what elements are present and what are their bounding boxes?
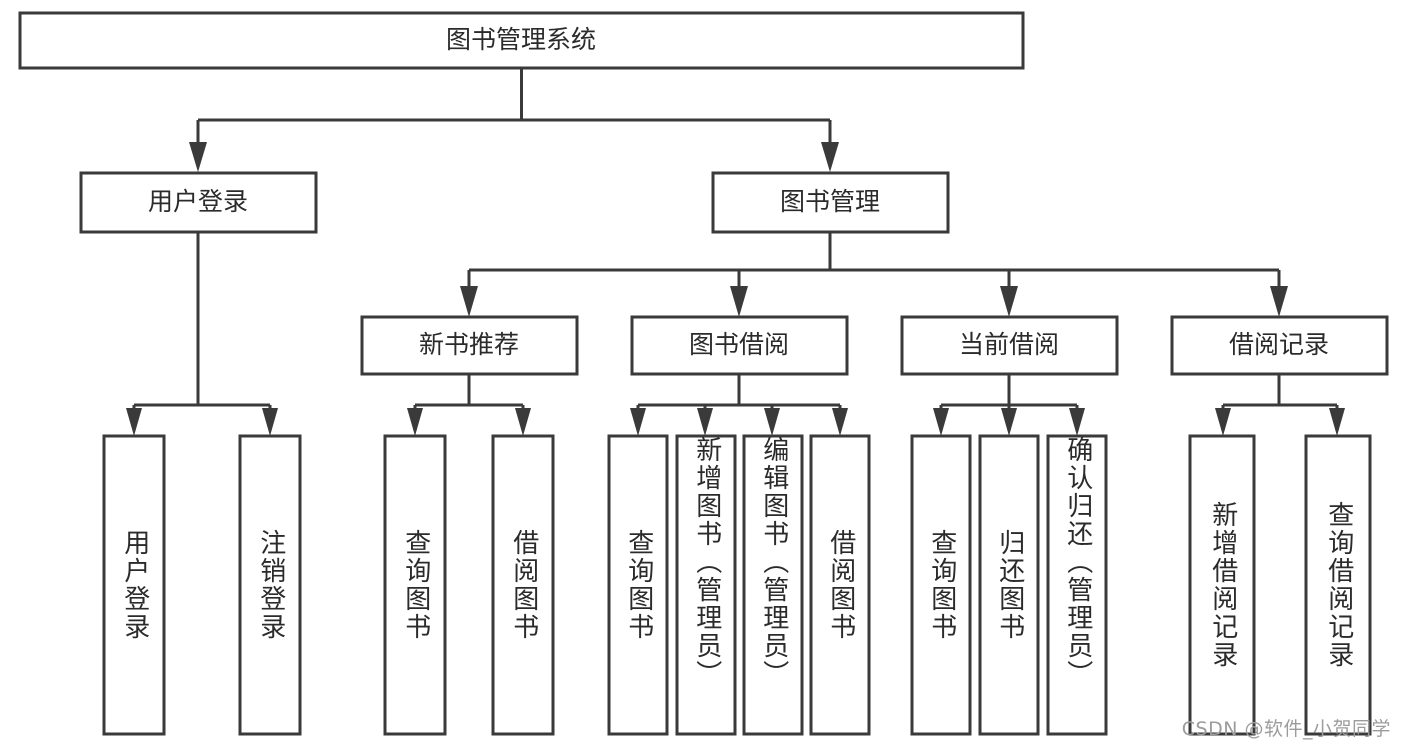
node-leaf-query-book-2-box[interactable] [607, 434, 669, 736]
node-current-borrow-label: 当前借阅 [959, 330, 1059, 359]
node-leaf-user-login-box[interactable] [102, 434, 166, 736]
node-user-login-label: 用户登录 [148, 187, 248, 216]
arrow-head-user-login [189, 142, 207, 172]
node-borrow-record-label: 借阅记录 [1229, 330, 1329, 359]
node-leaf-query-book-1-box[interactable] [383, 434, 447, 736]
node-book-manage-label: 图书管理 [780, 187, 880, 216]
node-root-label: 图书管理系统 [446, 25, 596, 54]
node-leaf-logout-login-box[interactable] [238, 434, 302, 736]
node-new-book-recommend-label: 新书推荐 [419, 330, 519, 359]
node-current-borrow-box[interactable] [900, 315, 1119, 376]
arrow-head-leaf-add-book [697, 408, 713, 436]
arrow-head-leaf-borrow-book-1 [515, 408, 531, 436]
node-new-book-recommend-box[interactable] [360, 315, 579, 376]
node-leaf-return-book-box[interactable] [978, 434, 1040, 736]
arrow-head-book-borrow [730, 286, 748, 317]
node-leaf-add-book-box[interactable] [675, 434, 737, 736]
arrow-head-leaf-confirm-return [1069, 408, 1085, 436]
arrow-head-leaf-query-book-1 [407, 408, 423, 436]
node-leaf-query-record-box[interactable] [1304, 434, 1372, 736]
node-leaf-add-record-box[interactable] [1188, 434, 1256, 736]
connector-layer [126, 69, 1345, 436]
node-leaf-confirm-return-box[interactable] [1046, 434, 1108, 736]
node-leaf-query-book-3-box[interactable] [910, 434, 972, 736]
arrow-head-leaf-query-book-3 [933, 408, 949, 436]
arrow-head-leaf-return-book [1001, 408, 1017, 436]
arrow-head-leaf-edit-book [764, 408, 780, 436]
node-book-borrow-box[interactable] [630, 315, 849, 376]
node-root-box[interactable] [18, 11, 1025, 70]
arrow-head-borrow-record [1270, 286, 1288, 317]
node-layer: 图书管理系统 用户登录 图书管理 新书推荐 图书借阅 当前借阅 借阅记录 [18, 11, 1389, 736]
csdn-watermark: CSDN @软件_小贺同学 [1181, 718, 1391, 740]
arrow-head-leaf-add-record [1215, 408, 1231, 436]
arrow-head-new-book-recommend [460, 286, 478, 317]
arrow-head-book-manage [821, 142, 839, 172]
node-book-borrow-label: 图书借阅 [689, 330, 789, 359]
node-leaf-borrow-book-1-box[interactable] [491, 434, 555, 736]
arrow-head-leaf-query-record [1329, 408, 1345, 436]
node-leaf-borrow-book-2-box[interactable] [809, 434, 871, 736]
arrow-head-leaf-query-book-2 [630, 408, 646, 436]
node-book-manage-box[interactable] [711, 171, 950, 234]
node-borrow-record-box[interactable] [1170, 315, 1389, 376]
arrow-head-leaf-borrow-book-2 [832, 408, 848, 436]
node-leaf-edit-book-box[interactable] [742, 434, 804, 736]
arrow-head-leaf-logout-login [262, 408, 278, 436]
arrow-head-leaf-user-login [126, 408, 142, 436]
arrow-head-current-borrow [1000, 286, 1018, 317]
node-user-login-box[interactable] [79, 171, 318, 234]
